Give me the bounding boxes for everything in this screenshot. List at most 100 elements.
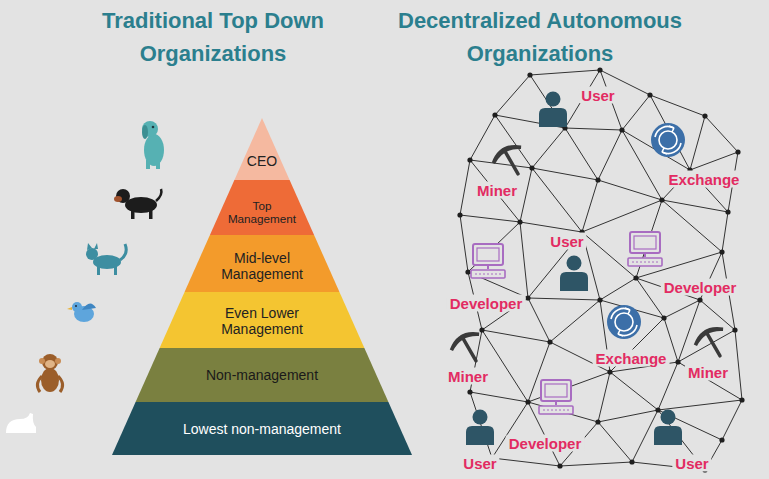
hierarchy-band: Top Management	[112, 180, 412, 235]
network-link	[482, 330, 528, 402]
band-fill	[160, 292, 365, 348]
network-dot	[465, 269, 470, 274]
network-link	[705, 116, 738, 152]
network-role-label: User	[460, 455, 499, 472]
column-heading: Traditional Top Down Organizations	[78, 4, 348, 70]
developer-icon	[471, 244, 505, 278]
network-role-label: Developer	[506, 435, 585, 452]
network-dot	[457, 212, 462, 217]
network-dot	[655, 407, 660, 412]
network-dot	[647, 92, 652, 97]
network-dot	[702, 113, 707, 118]
network-dot	[467, 157, 472, 162]
hierarchy-band: Non-management	[112, 348, 412, 402]
network-link	[664, 300, 700, 318]
network-link	[582, 200, 662, 232]
network-dot	[739, 397, 744, 402]
hierarchy-band: Lowest non-management	[112, 402, 412, 455]
network-link	[722, 400, 742, 440]
network-link	[460, 215, 520, 222]
network-dot	[547, 339, 552, 344]
network-role-label: Miner	[685, 364, 731, 381]
network-dot	[479, 327, 484, 332]
network-link	[470, 392, 492, 458]
network-link	[582, 180, 598, 232]
network-dot	[529, 165, 534, 170]
band-fill	[112, 402, 412, 455]
band-label: Lowest non-management	[183, 420, 341, 436]
network-role-label: Developer	[661, 279, 740, 296]
network-link	[690, 152, 738, 170]
network-role-label: User	[578, 87, 617, 104]
network-link	[582, 232, 636, 278]
exchange-icon	[607, 305, 641, 339]
network-link	[658, 400, 742, 410]
network-dot	[597, 67, 602, 72]
network-dot	[735, 149, 740, 154]
network-link	[622, 95, 650, 130]
network-link	[610, 372, 658, 410]
network-link	[658, 362, 678, 410]
band-fill	[185, 235, 340, 292]
network-dot	[719, 437, 724, 442]
network-link	[470, 160, 520, 222]
network-role-label: Exchange	[666, 171, 743, 188]
network-role-label: User	[547, 233, 586, 250]
network-role-label: User	[672, 455, 711, 472]
network-link	[550, 300, 600, 342]
network-link	[495, 75, 530, 115]
network-icons	[446, 92, 734, 446]
network-dot	[675, 359, 680, 364]
miner-icon	[690, 321, 734, 364]
network-dot	[732, 327, 737, 332]
network-link	[598, 422, 632, 462]
network-dot	[467, 389, 472, 394]
network-link	[460, 160, 470, 215]
network-dot	[719, 249, 724, 254]
network-dot	[595, 177, 600, 182]
network-dot	[619, 127, 624, 132]
band-label: Top Management	[220, 198, 304, 225]
developer-icon	[539, 380, 573, 414]
network-link	[690, 116, 705, 170]
network-dot	[597, 297, 602, 302]
user-icon	[654, 410, 682, 446]
network-dot	[659, 197, 664, 202]
network-dot	[517, 219, 522, 224]
network-link	[530, 70, 600, 75]
network-dot	[661, 315, 666, 320]
hierarchy-band: Even Lower Management	[112, 292, 412, 348]
top-dog	[114, 189, 161, 219]
network-dot	[607, 369, 612, 374]
network-link	[565, 128, 622, 130]
network-dot	[525, 295, 530, 300]
miner-icon	[446, 326, 490, 369]
network-role-label: Miner	[445, 368, 491, 385]
network-link	[532, 168, 582, 232]
network-link	[565, 128, 598, 180]
network-link	[528, 298, 550, 342]
network-dot	[629, 459, 634, 464]
network-link	[470, 160, 532, 168]
network-link	[722, 212, 728, 252]
slug	[6, 413, 36, 433]
network-dot	[557, 463, 562, 468]
network-link	[470, 392, 528, 402]
network-dot	[527, 72, 532, 77]
band-label: Non-management	[206, 367, 318, 383]
network-link	[598, 130, 622, 180]
column-heading: Decentralized Autonomous Organizations	[375, 4, 705, 70]
network-link	[460, 215, 468, 272]
network-dot	[633, 275, 638, 280]
network-link	[495, 115, 532, 168]
network-link	[650, 95, 705, 116]
network-dot	[492, 112, 497, 117]
user-icon	[560, 256, 588, 292]
network-link	[520, 222, 582, 232]
band-label: CEO	[247, 153, 277, 169]
network-link	[598, 410, 658, 422]
network-link	[662, 200, 722, 252]
exchange-icon	[651, 123, 685, 157]
user-icon	[539, 92, 567, 128]
